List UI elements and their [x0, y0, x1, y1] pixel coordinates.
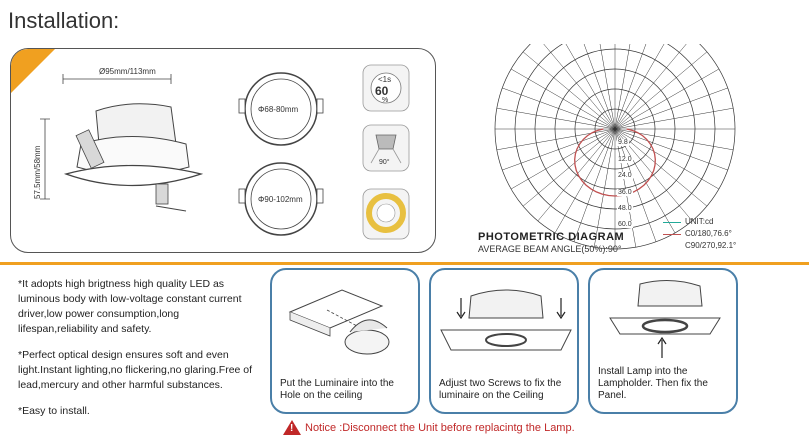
ring-label: 60.0 [617, 221, 633, 229]
polar-spoke [502, 128, 616, 171]
ring-label: 24.0 [617, 172, 633, 180]
polar-spoke [614, 128, 720, 190]
legend-c0: C0/180,76.6° [685, 229, 732, 238]
legend-unit: UNIT:cd [685, 217, 714, 226]
feature-item: *Easy to install. [18, 405, 90, 417]
step-1-text: Put the Luminaire into the Hole on the c… [280, 378, 394, 401]
timer-unit: % [382, 97, 389, 104]
step-2-illustration [440, 289, 572, 351]
step-2-card: Adjust two Screws to fix the luminaire o… [429, 268, 579, 414]
polar-spoke [510, 68, 616, 130]
features-list: *It adopts high brigtness high quality L… [18, 277, 258, 430]
timer-top-label: <1s [378, 75, 392, 84]
polar-spoke [502, 87, 616, 130]
polar-spoke [614, 44, 687, 130]
warning-icon: ! [283, 420, 301, 435]
photometric-diagram [494, 44, 736, 250]
notice-bar: ! Notice :Disconnect the Unit before rep… [283, 420, 575, 435]
polar-spoke [543, 44, 616, 130]
step-3-card: Install Lamp into the Lampholder. Then f… [588, 268, 738, 414]
cutout-small-label: Φ68-80mm [258, 105, 299, 114]
polar-spoke [614, 128, 708, 207]
cutout-large-label: Φ90-102mm [258, 195, 303, 204]
step-1-card: Put the Luminaire into the Hole on the c… [270, 268, 420, 414]
height-label: 57.5mm/58mm [33, 145, 42, 199]
step-1-illustration [288, 289, 390, 355]
ring-label: 9.8 [617, 139, 629, 147]
notice-text: Notice :Disconnect the Unit before repla… [305, 421, 575, 434]
polar-spoke [573, 128, 616, 242]
polar-spoke [522, 51, 616, 130]
polar-spoke [614, 87, 728, 130]
fixture-drawings [40, 64, 410, 240]
polar-spoke [583, 44, 616, 130]
section-divider [0, 262, 809, 265]
c0-swatch [663, 233, 681, 235]
step-3-text: Install Lamp into the Lampholder. Then f… [598, 366, 708, 401]
light-distribution-curve [574, 128, 656, 197]
polar-grid [494, 44, 736, 250]
photometric-subtitle: AVERAGE BEAM ANGLE(50%):90° [478, 244, 622, 254]
polar-spoke [614, 44, 665, 130]
corner-accent [11, 49, 55, 93]
polar-spoke [496, 128, 616, 151]
ring-label: 12.0 [617, 155, 633, 163]
polar-spoke [614, 128, 657, 242]
polar-spoke [565, 44, 616, 130]
dimensions-card: Ø95mm/113mm 57.5mm/58mm Φ68-80mm Φ90-102… [10, 48, 436, 253]
polar-spoke [496, 107, 616, 130]
photometric-title: PHOTOMETRIC DIAGRAM [478, 231, 625, 243]
polar-spoke [614, 44, 631, 130]
ring-label: 36.0 [617, 188, 633, 196]
polar-spoke [614, 68, 720, 130]
step-3-illustration [609, 280, 721, 358]
legend-c90: C90/270,92.1° [685, 241, 737, 250]
polar-spoke [614, 107, 734, 130]
polar-spoke [593, 128, 616, 248]
feature-item: *Perfect optical design ensures soft and… [18, 349, 253, 391]
polar-spoke [614, 128, 734, 151]
timer-value: 60 [375, 84, 389, 98]
polar-spoke [599, 44, 616, 130]
polar-spoke [510, 128, 616, 190]
diameter-label: Ø95mm/113mm [99, 67, 156, 76]
polar-spoke [554, 128, 616, 234]
polar-spoke [614, 44, 647, 130]
feature-item: *It adopts high brigtness high quality L… [18, 278, 242, 335]
page-title: Installation: [8, 8, 120, 33]
unit-swatch [663, 221, 681, 223]
polar-spoke [614, 51, 708, 130]
beam-angle-badge: 90° [379, 159, 390, 166]
polar-spoke [522, 128, 616, 207]
photometric-legend: UNIT:cd C0/180,76.6° C90/270,92.1° [663, 216, 736, 252]
polar-spoke [537, 128, 616, 222]
ring-label: 48.0 [617, 205, 633, 212]
step-2-text: Adjust two Screws to fix the luminaire o… [439, 378, 562, 401]
polar-spoke [614, 128, 728, 171]
